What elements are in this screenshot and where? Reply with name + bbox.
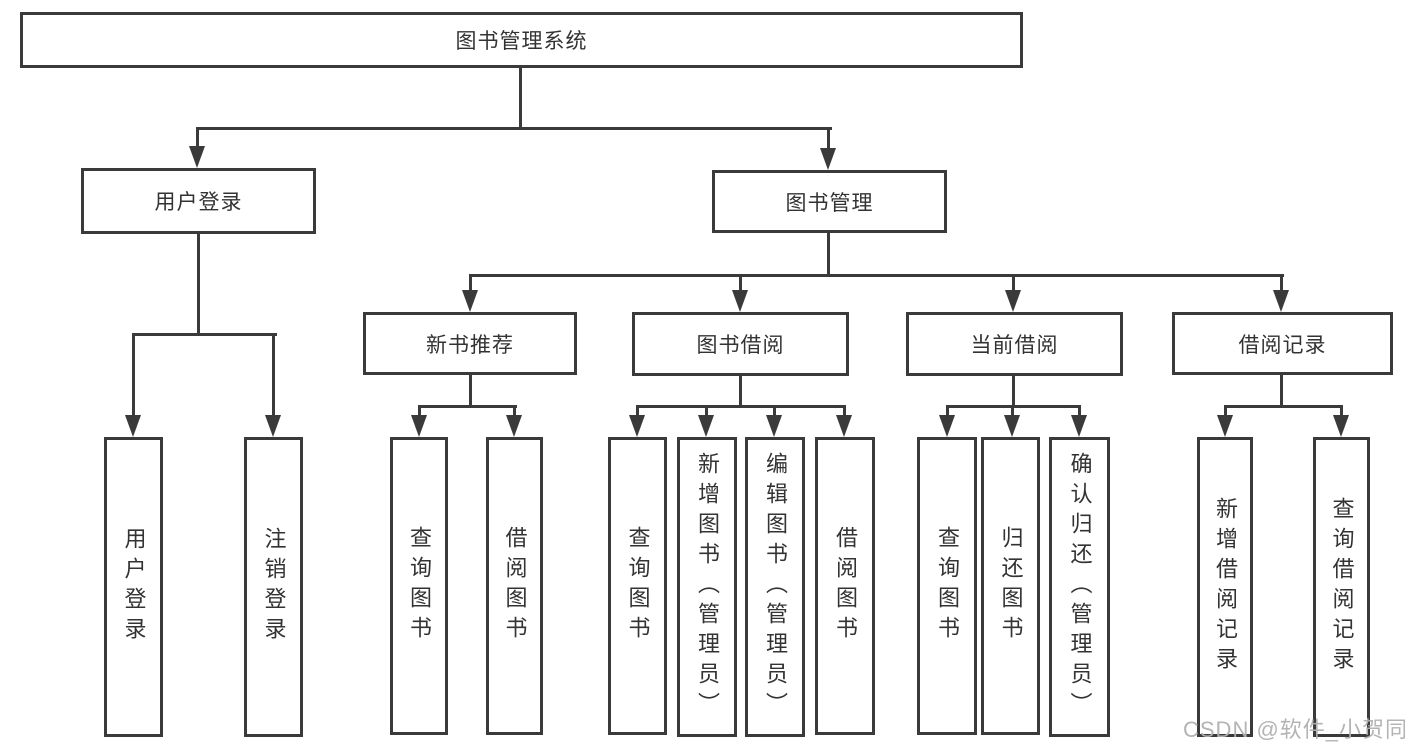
connector-drop-user-login	[196, 127, 199, 148]
connector-drop-login-leaf	[132, 333, 135, 417]
node-new-book-recommend: 新书推荐	[363, 312, 577, 375]
leaf-edit-books-admin: 编辑图书（管理员）	[745, 437, 805, 737]
leaf-borrow-books-2: 借阅图书	[815, 437, 875, 735]
connector-drop-logout-leaf	[272, 333, 275, 417]
arrowhead-leaf	[766, 415, 782, 437]
arrowhead-leaf	[939, 415, 955, 437]
connector-drop-book-mgmt	[827, 127, 830, 150]
connector-book-borrow-stem	[739, 373, 742, 408]
leaf-label: 借阅图书	[502, 526, 528, 646]
connector-drop-book-borrow	[739, 274, 742, 292]
leaf-return-books: 归还图书	[981, 437, 1040, 735]
connector-drop-leaf	[513, 405, 516, 417]
connector-user-login-stem	[197, 232, 200, 336]
arrowhead-book-mgmt	[820, 148, 836, 170]
connector-drop-leaf	[946, 405, 949, 417]
connector-drop-leaf	[636, 405, 639, 417]
node-label: 图书借阅	[696, 334, 785, 357]
connector-drop-borrow-records	[1280, 274, 1283, 292]
arrowhead-leaf	[1004, 415, 1020, 437]
leaf-confirm-return-admin: 确认归还（管理员）	[1049, 437, 1110, 737]
leaf-query-books-2: 查询图书	[608, 437, 667, 735]
node-user-login: 用户登录	[81, 168, 316, 234]
leaf-add-borrow-record: 新增借阅记录	[1197, 437, 1253, 737]
connector-book-mgmt-stem	[827, 231, 830, 277]
leaf-query-borrow-record: 查询借阅记录	[1313, 437, 1370, 737]
leaf-label: 借阅图书	[833, 526, 858, 646]
connector-borrow-records-bar	[1224, 405, 1343, 408]
leaf-label: 编辑图书（管理员）	[763, 452, 788, 722]
leaf-label: 查询图书	[625, 526, 651, 646]
node-label: 新书推荐	[426, 333, 514, 357]
arrowhead-leaf	[411, 415, 427, 437]
leaf-label: 查询借阅记录	[1329, 497, 1355, 677]
leaf-label: 用户登录	[121, 527, 147, 647]
node-book-borrowing: 图书借阅	[632, 312, 849, 376]
connector-drop-leaf	[1011, 405, 1014, 417]
leaf-label: 注销登录	[261, 527, 287, 647]
leaf-borrow-books-1: 借阅图书	[486, 437, 543, 735]
node-label: 用户登录	[154, 191, 243, 214]
connector-drop-leaf	[1340, 405, 1343, 417]
node-label: 图书管理	[785, 191, 874, 215]
connector-root-stem	[519, 66, 522, 130]
leaf-label: 查询图书	[407, 526, 432, 646]
node-current-borrowing: 当前借阅	[906, 312, 1123, 376]
arrowhead-leaf	[1217, 415, 1233, 437]
node-label: 当前借阅	[970, 334, 1059, 357]
connector-level2-bar	[469, 274, 1284, 277]
leaf-label: 确认归还（管理员）	[1067, 452, 1093, 722]
connector-drop-leaf	[1224, 405, 1227, 417]
node-borrowing-records: 借阅记录	[1172, 312, 1393, 375]
leaf-label: 归还图书	[998, 526, 1024, 646]
connector-current-borrow-stem	[1012, 373, 1015, 408]
connector-drop-leaf	[773, 405, 776, 417]
node-book-management: 图书管理	[712, 170, 947, 233]
connector-drop-new-books	[469, 274, 472, 292]
node-library-management-system: 图书管理系统	[20, 12, 1023, 68]
leaf-label: 查询图书	[935, 526, 960, 646]
node-label: 借阅记录	[1238, 333, 1327, 357]
arrowhead-leaf	[506, 415, 522, 437]
arrowhead-borrow-records	[1273, 290, 1289, 312]
leaf-label: 新增图书（管理员）	[695, 452, 720, 722]
connector-drop-leaf	[418, 405, 421, 417]
connector-borrow-records-stem	[1280, 373, 1283, 408]
connector-new-books-stem	[469, 373, 472, 408]
arrowhead-leaf	[836, 415, 852, 437]
connector-book-borrow-bar	[636, 405, 846, 408]
arrowhead-login-leaf	[125, 415, 141, 437]
leaf-user-login: 用户登录	[104, 437, 163, 737]
arrowhead-leaf	[1071, 415, 1087, 437]
connector-drop-leaf	[843, 405, 846, 417]
arrowhead-user-login	[189, 146, 205, 168]
csdn-watermark: CSDN @软件_小贺同学	[1183, 717, 1405, 742]
leaf-add-books-admin: 新增图书（管理员）	[677, 437, 737, 737]
leaf-query-books-1: 查询图书	[390, 437, 448, 735]
connector-level1-bar	[196, 127, 832, 130]
arrowhead-new-books	[462, 290, 478, 312]
arrowhead-book-borrow	[732, 290, 748, 312]
connector-drop-current-borrow	[1012, 274, 1015, 292]
leaf-logout: 注销登录	[244, 437, 303, 737]
connector-drop-leaf	[1078, 405, 1081, 417]
connector-user-login-bar	[132, 333, 277, 336]
node-label: 图书管理系统	[455, 30, 588, 53]
arrowhead-leaf	[698, 415, 714, 437]
connector-drop-leaf	[705, 405, 708, 417]
leaf-query-books-3: 查询图书	[917, 437, 977, 735]
arrowhead-logout-leaf	[265, 415, 281, 437]
arrowhead-current-borrow	[1005, 290, 1021, 312]
connector-new-books-bar	[418, 405, 517, 408]
arrowhead-leaf	[1333, 415, 1349, 437]
arrowhead-leaf	[629, 415, 645, 437]
leaf-label: 新增借阅记录	[1213, 497, 1238, 677]
